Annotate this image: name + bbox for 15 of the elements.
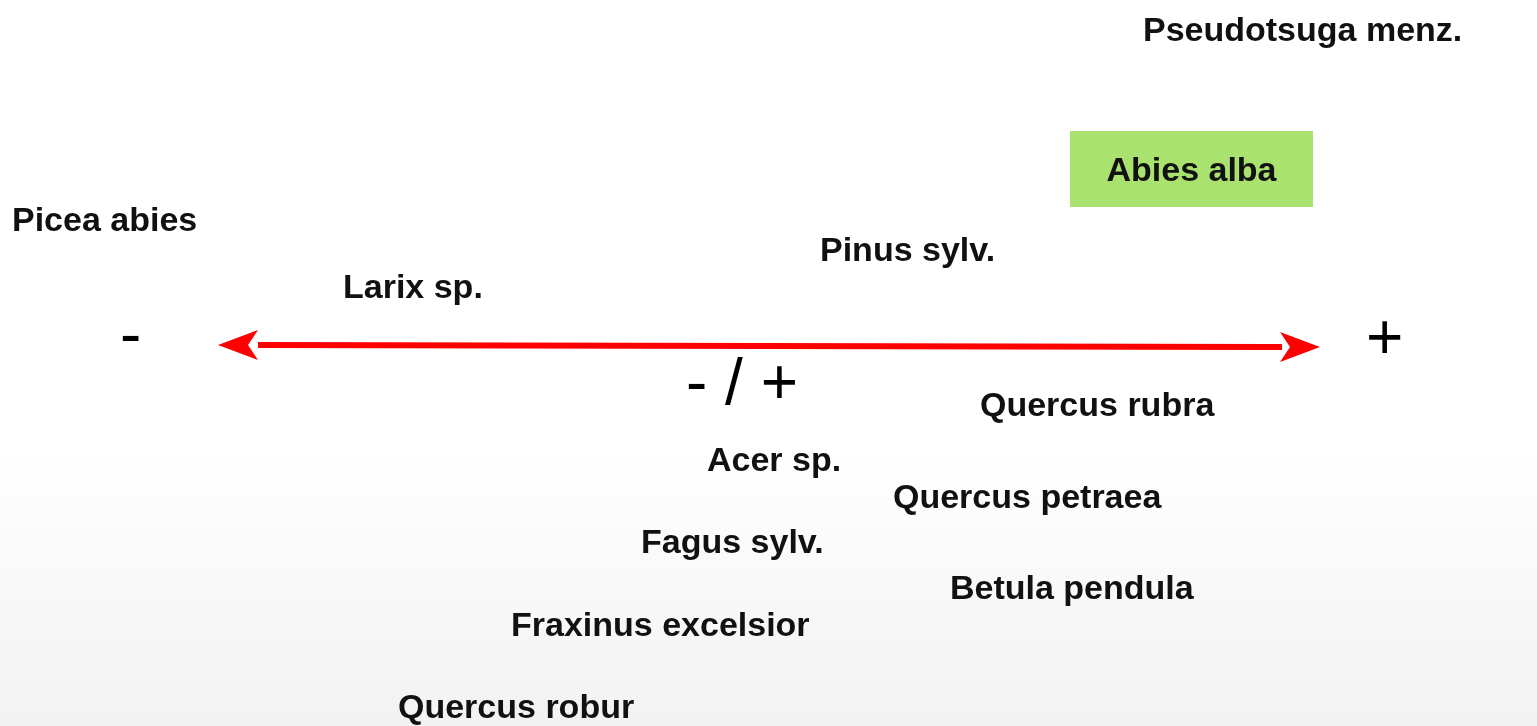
scale-sign: - / + [686,346,799,420]
scale-sign: - [120,298,142,372]
species-label: Quercus rubra [980,385,1215,425]
species-label: Larix sp. [343,267,483,307]
species-highlight-box: Abies alba [1070,131,1313,207]
species-label: Pseudotsuga menz. [1143,10,1463,50]
species-label: Betula pendula [950,568,1194,608]
scale-sign: + [1366,301,1404,375]
species-label: Acer sp. [707,440,842,480]
species-label: Quercus petraea [893,477,1162,517]
species-label: Picea abies [12,200,198,240]
species-label: Quercus robur [398,687,635,726]
species-label: Pinus sylv. [820,230,996,270]
species-label: Fraxinus excelsior [511,605,810,645]
species-label: Fagus sylv. [641,522,824,562]
